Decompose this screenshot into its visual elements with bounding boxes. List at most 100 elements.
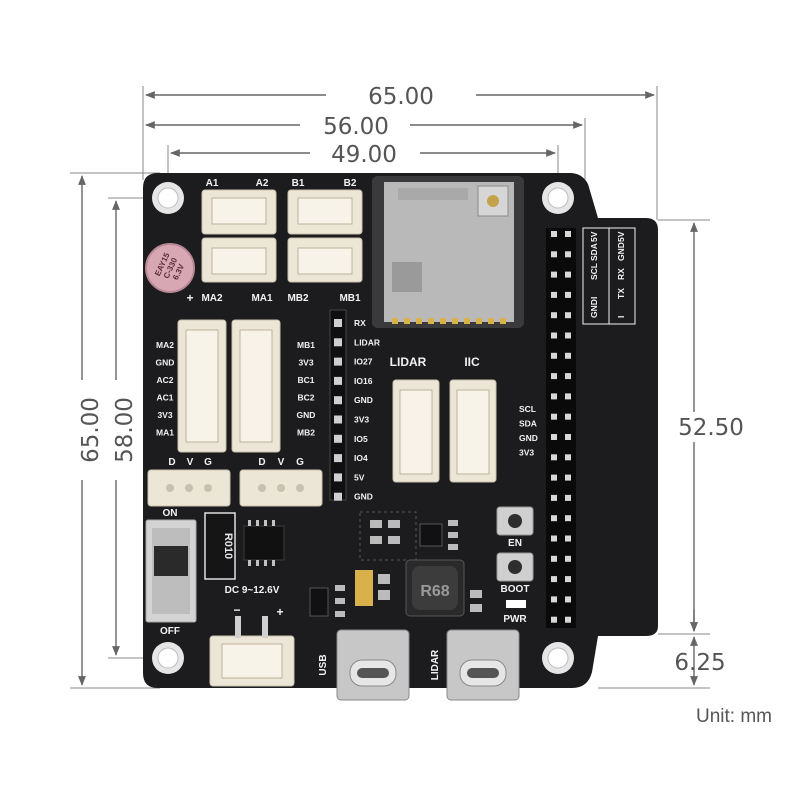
label-en: EN (508, 538, 522, 549)
gpio-label: GND (354, 395, 373, 405)
esp32-module (372, 176, 524, 328)
label-boot: BOOT (501, 584, 530, 595)
connector-pin-label: BC2 (297, 393, 314, 403)
header-pin (565, 271, 571, 278)
servo-left-v: V (187, 457, 194, 468)
header-pin (565, 555, 571, 562)
connector-pin-label: MA1 (156, 428, 174, 438)
dc-input-connector (209, 616, 295, 687)
uart-label: GND (616, 242, 626, 261)
dim-width-overall: 65.00 (368, 84, 434, 110)
encoder-connector-left (177, 319, 227, 453)
dim-header-length: 52.50 (678, 415, 744, 441)
iic-pin-label: SDA (519, 419, 537, 429)
gpio-label: IO27 (354, 357, 373, 367)
dim-header-offset: 6.25 (674, 650, 725, 676)
label-lidar: LIDAR (390, 355, 427, 369)
header-pin (565, 535, 571, 542)
header-pin (565, 231, 571, 237)
connector-pin-label: GND (156, 358, 175, 368)
dimension-annotations: 65.00 56.00 49.00 65.00 58.00 52.50 6.25 (70, 82, 758, 689)
electrolytic-capacitor: EAY15 C-330 6.3V (145, 243, 195, 293)
uart-label: I (589, 297, 599, 299)
header-pin (551, 231, 557, 237)
header-pin (551, 616, 557, 623)
motor-connector-a (201, 189, 277, 235)
servo-right-d: D (258, 457, 265, 468)
gpio-pin (334, 454, 342, 463)
usb-c-port[interactable] (336, 629, 410, 701)
header-pin (565, 576, 571, 583)
uart-label: 5V (589, 231, 599, 242)
label-pwr: PWR (503, 614, 527, 625)
header-pin (551, 352, 557, 359)
gpio-pin (334, 357, 342, 366)
motor-driver-ic (243, 520, 285, 566)
label-mb2: MB2 (287, 293, 309, 304)
usb-c-lidar-port[interactable] (446, 629, 520, 701)
motor-connector-ma (201, 237, 277, 283)
uart-label: GND (589, 299, 599, 318)
dim-width-inner: 49.00 (331, 142, 397, 168)
header-pin (551, 576, 557, 583)
gpio-label: IO16 (354, 376, 373, 386)
iic-connector (449, 379, 497, 483)
gpio-pin (334, 376, 342, 385)
dim-height-overall: 65.00 (78, 397, 104, 463)
servo-connector-right (239, 469, 323, 507)
gpio-label: IO5 (354, 434, 368, 444)
label-ma1: MA1 (251, 293, 273, 304)
servo-right-v: V (278, 457, 285, 468)
header-pin (551, 312, 557, 319)
gpio-label: 5V (354, 472, 365, 482)
header-pin (551, 535, 557, 542)
en-button[interactable] (496, 506, 534, 536)
label-ma2: MA2 (201, 293, 223, 304)
unit-label: Unit: mm (696, 706, 772, 727)
iic-pin-label: SCL (519, 404, 536, 414)
label-b2: B2 (344, 178, 357, 189)
boot-button[interactable] (496, 552, 534, 582)
label-usb: USB (318, 654, 329, 675)
small-components (309, 511, 526, 617)
connector-pin-label: AC1 (156, 393, 173, 403)
uart-label: SDA (589, 243, 599, 261)
header-pin (551, 373, 557, 380)
inductor-mark: R68 (420, 583, 449, 600)
header-pin (551, 494, 557, 501)
servo-left-d: D (168, 457, 175, 468)
mounting-hole-bottom-left (152, 642, 184, 674)
header-pin (551, 251, 557, 258)
servo-left-g: G (204, 457, 212, 468)
gpio-label: IO4 (354, 453, 368, 463)
mounting-hole-top-right (542, 182, 574, 214)
connector-pin-label: MA2 (156, 340, 174, 350)
header-pin (551, 393, 557, 400)
gpio-pin (334, 434, 342, 443)
header-pin (565, 373, 571, 380)
uart-label: SCL (589, 263, 599, 280)
header-pin (551, 271, 557, 278)
gpio-label: GND (354, 492, 373, 502)
header-pin (565, 352, 571, 359)
header-pin (565, 474, 571, 481)
motor-connector-b (287, 189, 363, 235)
header-pin (551, 291, 557, 298)
gpio-pin (334, 396, 342, 405)
mounting-hole-bottom-right (542, 642, 574, 674)
gpio-label: RX (354, 318, 366, 328)
label-a2: A2 (256, 178, 269, 189)
header-pin (565, 515, 571, 522)
connector-pin-label: BC1 (297, 375, 314, 385)
label-usb-lidar: LIDAR (430, 649, 441, 680)
resistor-mark: R010 (222, 533, 234, 559)
gpio-label: LIDAR (354, 337, 380, 347)
header-pin (565, 312, 571, 319)
power-switch[interactable] (145, 519, 197, 623)
header-pin (551, 454, 557, 461)
header-pin (551, 596, 557, 603)
header-pin (551, 474, 557, 481)
iic-pin-label: 3V3 (519, 448, 534, 458)
